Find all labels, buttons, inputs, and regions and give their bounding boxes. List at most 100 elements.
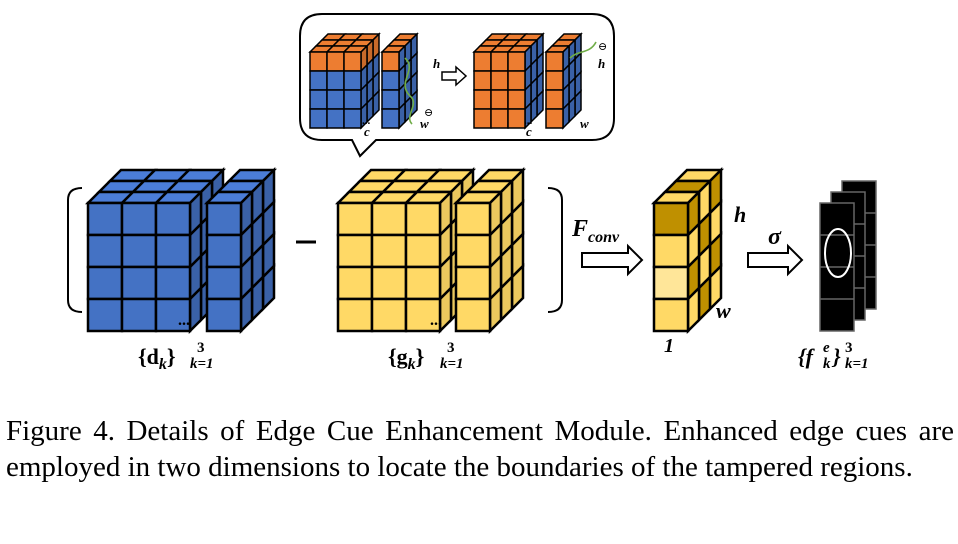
cube-cell [473,51,492,72]
cube-cell [343,70,362,91]
conv-w-label: w [716,298,731,323]
g-set-label: {gk} 3 k=1 [388,340,464,373]
cube-cell [490,108,509,129]
edge-contour [824,228,852,278]
figure-caption: Figure 4. Details of Edge Cue Enhancemen… [6,415,954,483]
cube-cell [454,233,492,269]
callout-h-label-1: h [433,56,440,71]
cube-cell [381,70,400,91]
cube-cell [86,265,124,301]
cube-cell [326,89,345,110]
callout-w-label-2: w [580,116,589,131]
edge-cue-enhancement-diagram: {dk} 3 k=1 {gk} 3 k=1 {f e k } 3 k=1 Fco… [67,13,877,373]
cube-cell [86,201,124,237]
cube-cell [326,51,345,72]
cube-cell [370,297,408,333]
g-tensor-slice [452,166,527,335]
cube-cell [652,297,690,333]
callout-ellipsis-2: ... [524,115,533,127]
edge-curve-w [569,41,597,59]
d-tensor-large [84,166,227,335]
cube-cell [545,70,564,91]
cube-cell [120,265,158,301]
cube-cell [154,297,192,333]
right-bracket [547,187,563,313]
cube-cell [454,265,492,301]
callout-minus-circle-1: ⊖ [424,107,433,119]
cube-cell [86,233,124,269]
cube-cell [336,233,374,269]
cube-cell [86,297,124,333]
cube-cell [652,201,690,237]
cube-cell [652,233,690,269]
cube-cell [336,297,374,333]
cube-cell [343,51,362,72]
callout-arrow [441,65,468,87]
svg-text:3: 3 [197,340,205,356]
fconv-label: Fconv [571,216,620,246]
d-ellipsis: ... [178,312,190,329]
sigma-arrow [747,243,804,277]
cube-cell [473,89,492,110]
conv-one-label: 1 [664,335,674,357]
cube-cell [309,108,328,129]
cube-cell [490,89,509,110]
cube-cell [404,233,442,269]
svg-text:{gk}: {gk} [388,344,424,373]
left-bracket [67,187,83,313]
cube-cell [336,201,374,237]
callout-d-large [308,32,381,130]
conv-h-label: h [734,202,746,227]
cube-cell [120,297,158,333]
cube-cell [473,70,492,91]
cube-cell [370,233,408,269]
callout-ellipsis-1: ... [362,115,371,127]
callout-h-label-2: h [598,56,605,71]
svg-text:3: 3 [845,340,853,356]
cube-cell [120,233,158,269]
cube-cell [309,89,328,110]
callout-d-slice [380,32,419,130]
svg-text:k: k [823,356,831,372]
cube-cell [205,265,243,301]
cube-cell [490,51,509,72]
svg-text:k=1: k=1 [845,356,869,372]
edge-feature-map [819,180,877,332]
edge-curve-h [404,57,415,125]
cube-cell [205,233,243,269]
cube-cell [381,108,400,129]
cube-cell [545,108,564,129]
cube-cell [205,201,243,237]
callout-c-label-1: c [364,124,370,139]
sigma-label: σ [768,224,782,250]
svg-text:k=1: k=1 [440,356,464,372]
cube-cell [545,51,564,72]
cube-cell [154,233,192,269]
cube-cell [507,70,526,91]
cube-cell [336,265,374,301]
callout-c-label-2: c [526,124,532,139]
cube-cell [205,297,243,333]
callout-minus-circle-2: ⊖ [598,41,607,53]
d-tensor-slice [203,166,278,335]
fconv-arrow [581,243,644,277]
cube-cell [370,265,408,301]
cube-cell [473,108,492,129]
cube-cell [652,265,690,301]
svg-text:}: } [831,344,841,369]
cube-cell [370,201,408,237]
svg-text:k=1: k=1 [190,356,214,372]
cube-cell [545,89,564,110]
cube-cell [454,201,492,237]
svg-text:{dk}: {dk} [138,344,176,373]
g-tensor-large [334,166,477,335]
cube-cell [454,297,492,333]
cube-cell [343,89,362,110]
cube-cell [404,201,442,237]
svg-text:{f: {f [798,344,816,369]
callout-result-large [472,32,545,130]
cube-cell [507,51,526,72]
cube-cell [490,70,509,91]
cube-cell [309,51,328,72]
conv-output-tensor [650,166,725,335]
